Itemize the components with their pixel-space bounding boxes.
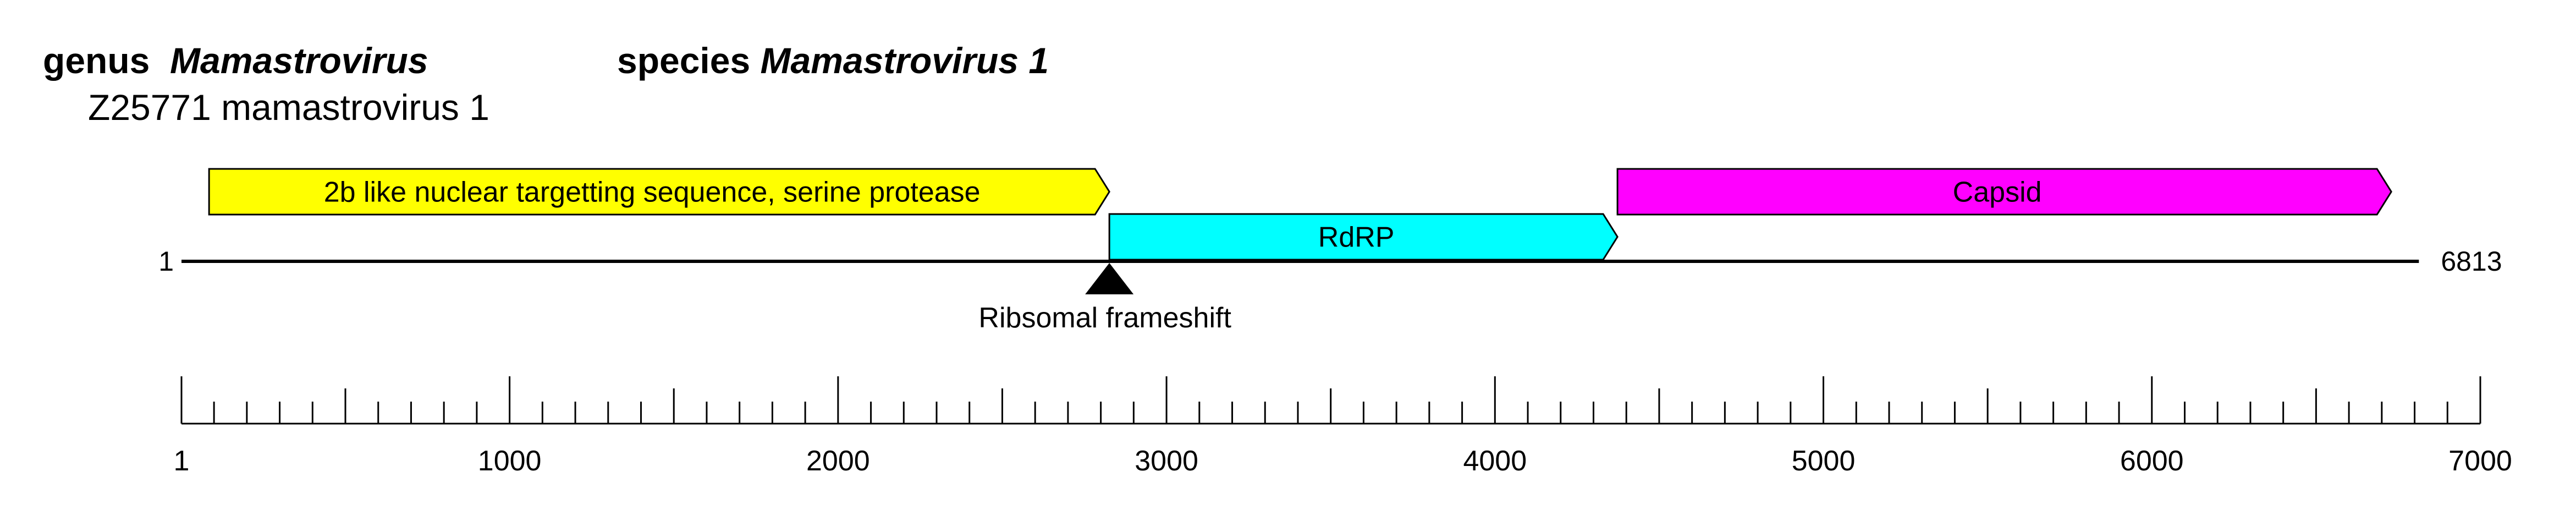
strain-label: Z25771 mamastrovirus 1 xyxy=(88,87,489,128)
species-name: Mamastrovirus 1 xyxy=(760,40,1049,81)
scale-tick-label: 1000 xyxy=(478,445,542,477)
species-label: species xyxy=(617,40,751,81)
scale-tick-label: 1 xyxy=(174,445,190,477)
scale-tick-label: 2000 xyxy=(806,445,870,477)
scale-tick-label: 5000 xyxy=(1792,445,1856,477)
scale-tick-label: 3000 xyxy=(1135,445,1198,477)
scale-tick-label: 7000 xyxy=(2448,445,2512,477)
feature-arrow xyxy=(1616,168,2392,216)
feature-arrow xyxy=(208,168,1110,216)
scale-bar: 1 1000 2000 3000 4000 5000 6000 7000 xyxy=(174,376,2512,477)
marker-layer: Ribsomal frameshift xyxy=(978,263,1231,334)
genus-heading: genus Mamastrovirus xyxy=(43,40,428,81)
genome-start-label: 1 xyxy=(158,246,174,277)
feature-arrow xyxy=(1108,213,1619,261)
frameshift-label: Ribsomal frameshift xyxy=(978,302,1231,334)
genus-label: genus xyxy=(43,40,150,81)
genome-end-label: 6813 xyxy=(2441,246,2502,277)
feature-label: Capsid xyxy=(1953,177,2042,209)
features-layer: 2b like nuclear targetting sequence, ser… xyxy=(208,168,2392,261)
scale-tick-label: 6000 xyxy=(2120,445,2184,477)
feature-label: 2b like nuclear targetting sequence, ser… xyxy=(324,177,981,209)
frameshift-marker-icon xyxy=(1085,263,1134,294)
feature-label: RdRP xyxy=(1318,222,1395,254)
scale-tick-label: 4000 xyxy=(1463,445,1527,477)
species-heading: species Mamastrovirus 1 xyxy=(617,40,1049,81)
genus-name: Mamastrovirus xyxy=(170,40,428,81)
